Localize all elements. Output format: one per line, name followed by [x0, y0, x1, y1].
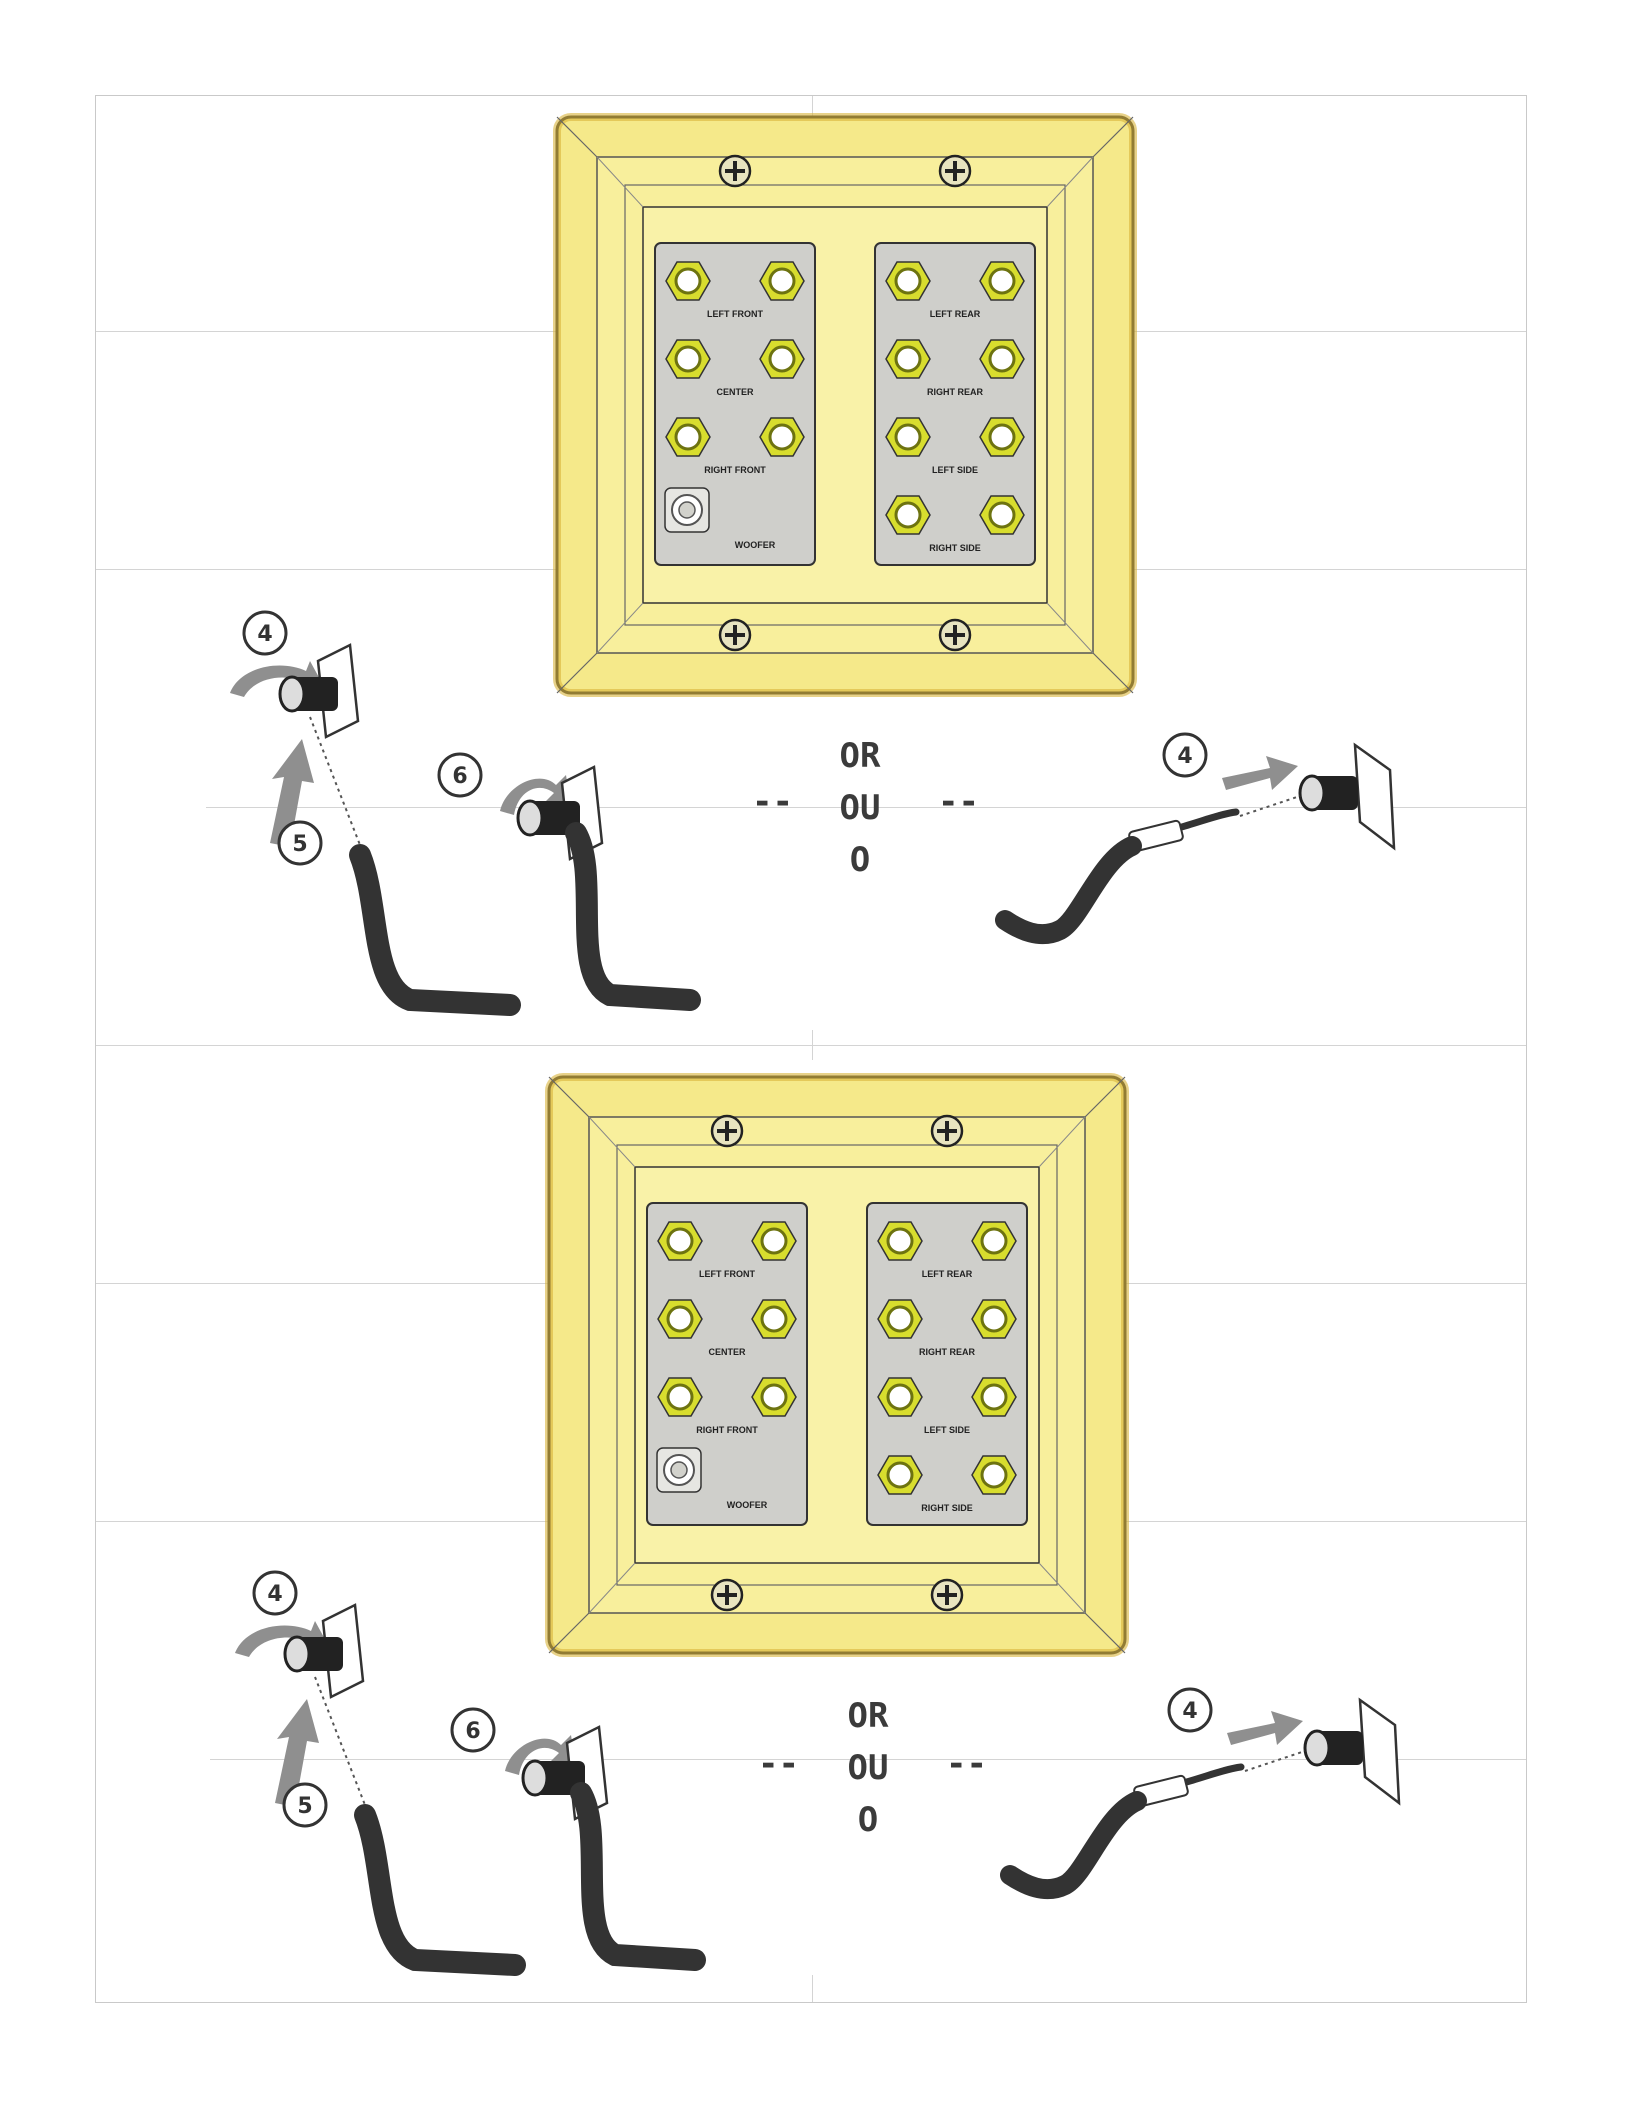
- label-right-side: RIGHT SIDE: [921, 1503, 973, 1513]
- grid-line: [812, 1975, 813, 2002]
- speaker-cable: [1010, 1801, 1137, 1889]
- section-1: LEFT FRONT CENTER RIGHT FRONT WOOFER LEF…: [0, 0, 1632, 952]
- jack-plate: [1360, 1700, 1399, 1803]
- label-right-front: RIGHT FRONT: [696, 1425, 758, 1435]
- dash-right: --: [946, 1744, 987, 1784]
- label-right-front: RIGHT FRONT: [704, 465, 766, 475]
- label-center: CENTER: [708, 1347, 746, 1357]
- step-number: 4: [267, 1582, 282, 1607]
- label-left-rear: LEFT REAR: [922, 1269, 973, 1279]
- step-number: 5: [297, 1794, 312, 1819]
- screw-icon: [940, 156, 970, 186]
- screw-icon: [932, 1116, 962, 1146]
- rca-jack-icon: [657, 1448, 701, 1492]
- step-badge: 6: [452, 1709, 494, 1751]
- screw-icon: [712, 1116, 742, 1146]
- or-text-es: O: [748, 1794, 988, 1846]
- step-badge: 4: [254, 1572, 296, 1614]
- step-badge: 4: [1164, 734, 1206, 776]
- step-number: 4: [1182, 1699, 1197, 1724]
- label-center: CENTER: [716, 387, 754, 397]
- step-number: 5: [292, 832, 307, 857]
- label-left-front: LEFT FRONT: [699, 1269, 755, 1279]
- speaker-cable: [365, 1815, 515, 1965]
- screw-icon: [940, 620, 970, 650]
- label-right-rear: RIGHT REAR: [927, 387, 984, 397]
- label-right-rear: RIGHT REAR: [919, 1347, 976, 1357]
- step-badge: 6: [439, 754, 481, 796]
- banana-plug-illustration: 4: [1000, 730, 1420, 970]
- label-left-side: LEFT SIDE: [924, 1425, 970, 1435]
- step-badge: 4: [244, 612, 286, 654]
- step-number: 4: [1177, 744, 1192, 769]
- label-woofer: WOOFER: [727, 1500, 768, 1510]
- speaker-cable: [581, 1793, 695, 1960]
- screw-icon: [932, 1580, 962, 1610]
- banana-plug-illustration: 4: [1005, 1685, 1425, 1925]
- label-left-front: LEFT FRONT: [707, 309, 763, 319]
- step-number: 6: [452, 764, 467, 789]
- speaker-cable: [1005, 846, 1132, 934]
- label-left-rear: LEFT REAR: [930, 309, 981, 319]
- push-arrow-icon: [1227, 1711, 1303, 1745]
- bare-wire-illustration: 4 5 6: [215, 1565, 735, 1985]
- label-right-side: RIGHT SIDE: [929, 543, 981, 553]
- or-text-es: O: [740, 834, 980, 886]
- label-left-side: LEFT SIDE: [932, 465, 978, 475]
- rca-jack-icon: [665, 488, 709, 532]
- dash-right: --: [938, 782, 979, 822]
- section-2: LEFT FRONT CENTER RIGHT FRONT WOOFER LEF…: [0, 950, 1632, 1902]
- label-woofer: WOOFER: [735, 540, 776, 550]
- or-text-en: OR: [740, 730, 980, 782]
- step-number: 6: [465, 1719, 480, 1744]
- or-text-en: OR: [748, 1690, 988, 1742]
- step-badge: 4: [1169, 1689, 1211, 1731]
- screw-icon: [720, 156, 750, 186]
- step-number: 4: [257, 622, 272, 647]
- step-badge: 5: [284, 1784, 326, 1826]
- step-badge: 5: [279, 822, 321, 864]
- push-arrow-icon: [1222, 756, 1298, 790]
- jack-plate: [1355, 745, 1394, 848]
